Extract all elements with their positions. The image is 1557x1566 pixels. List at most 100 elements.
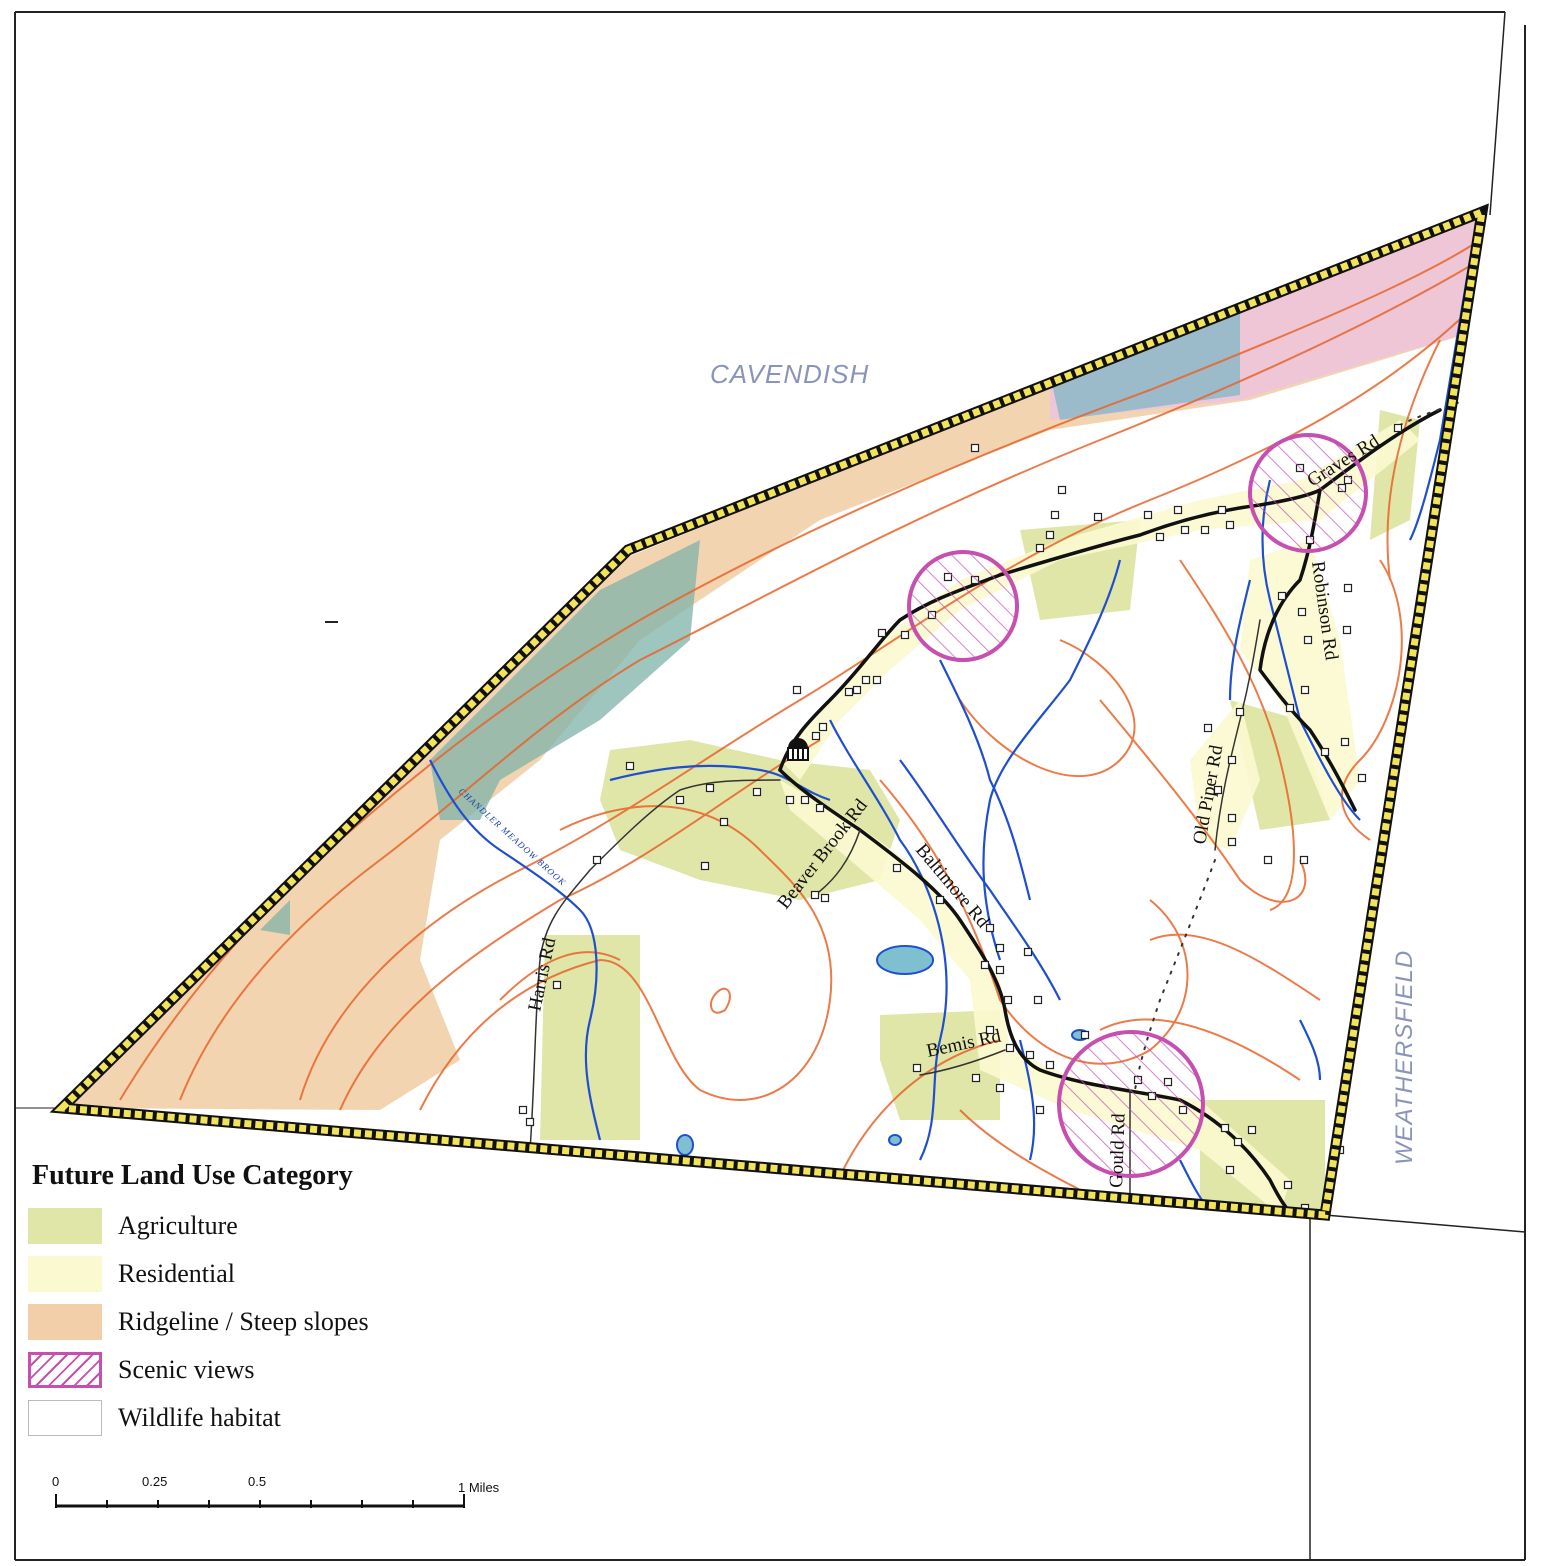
forest-patch-west <box>430 540 700 820</box>
building-marker <box>818 722 828 732</box>
road-harris <box>529 779 781 1151</box>
scale-bar: 0 0.25 0.5 1 Miles <box>52 1474 500 1508</box>
brook-label: CHANDLER MEADOW BROOK <box>457 786 568 888</box>
building-marker <box>844 687 854 697</box>
scenic-view-circle <box>1057 1030 1205 1178</box>
building-marker <box>935 895 945 905</box>
stream-layer <box>429 259 1472 1211</box>
legend-item-wildlife: Wildlife habitat <box>28 1394 448 1442</box>
building-marker <box>1180 525 1190 535</box>
building-marker <box>1299 855 1309 865</box>
building-marker <box>1277 591 1287 601</box>
building-marker <box>785 795 795 805</box>
legend-label: Wildlife habitat <box>118 1403 281 1432</box>
trail-dotted-ne <box>1399 399 1466 426</box>
building-marker <box>792 685 802 695</box>
building-marker <box>815 803 825 813</box>
agri-sw <box>540 935 640 1140</box>
building-marker <box>985 923 995 933</box>
building-marker <box>1045 1060 1055 1070</box>
road-robinson <box>1258 488 1357 812</box>
building-marker <box>811 731 821 741</box>
buildings-layer <box>518 423 1403 1215</box>
pond <box>888 1134 902 1146</box>
town-hall-icon <box>787 738 809 761</box>
building-marker <box>1320 747 1330 757</box>
building-marker <box>1340 737 1350 747</box>
building-marker <box>552 980 562 990</box>
building-marker <box>892 863 902 873</box>
building-marker <box>1393 423 1403 433</box>
road-baltimore <box>778 768 1297 1217</box>
scenic-views-layer <box>907 433 1368 1178</box>
building-marker <box>971 1073 981 1083</box>
building-marker <box>700 861 710 871</box>
legend-swatch-agriculture <box>28 1208 102 1244</box>
legend: Future Land Use Category Agriculture Res… <box>28 1160 448 1442</box>
building-marker <box>1057 485 1067 495</box>
legend-swatch-ridgeline <box>28 1304 102 1340</box>
building-marker <box>900 630 910 640</box>
map-frame <box>14 11 1526 1561</box>
building-marker <box>1227 837 1237 847</box>
building-marker <box>1357 773 1367 783</box>
building-marker <box>719 817 729 827</box>
building-marker <box>1005 1043 1015 1053</box>
legend-swatch-residential <box>28 1256 102 1292</box>
legend-label: Scenic views <box>118 1355 255 1384</box>
legend-item-residential: Residential <box>28 1250 448 1298</box>
building-marker <box>1143 510 1153 520</box>
building-marker <box>705 783 715 793</box>
building-marker <box>1080 1030 1090 1040</box>
building-marker <box>675 795 685 805</box>
legend-label: Residential <box>118 1259 235 1288</box>
building-marker <box>872 675 882 685</box>
building-marker <box>1093 512 1103 522</box>
building-marker <box>1283 1180 1293 1190</box>
building-marker <box>1227 813 1237 823</box>
building-marker <box>1263 855 1273 865</box>
building-marker <box>1285 703 1295 713</box>
scenic-view-circle <box>1248 433 1368 553</box>
building-marker <box>810 890 820 900</box>
building-marker <box>980 960 990 970</box>
scale-tick-label: 1 Miles <box>458 1480 500 1495</box>
building-marker <box>1023 947 1033 957</box>
residential-corridor-robinson <box>1240 540 1360 820</box>
building-marker <box>1247 1125 1257 1135</box>
building-marker <box>1342 625 1352 635</box>
town-boundary <box>49 203 1489 1221</box>
building-marker <box>752 787 762 797</box>
forest-patch-sw <box>260 900 290 935</box>
building-marker <box>912 1063 922 1073</box>
legend-item-scenic: Scenic views <box>28 1346 448 1394</box>
building-marker <box>1235 707 1245 717</box>
road-bemis <box>919 1049 1006 1076</box>
building-marker <box>1233 1137 1243 1147</box>
legend-swatch-scenic <box>28 1352 102 1388</box>
building-marker <box>518 1105 528 1115</box>
road-label-gould: Gould Rd <box>1106 1113 1130 1189</box>
building-marker <box>1200 525 1210 535</box>
building-marker <box>985 1025 995 1035</box>
building-marker <box>1300 685 1310 695</box>
building-marker <box>1203 723 1213 733</box>
chandler-meadow-brook <box>429 759 602 1141</box>
ridgeline-area <box>62 212 1482 1110</box>
building-marker <box>877 628 887 638</box>
legend-item-agriculture: Agriculture <box>28 1202 448 1250</box>
building-marker <box>1025 1050 1035 1060</box>
agri-east <box>1230 700 1330 830</box>
building-marker <box>625 761 635 771</box>
building-marker <box>995 943 1005 953</box>
building-marker <box>1173 505 1183 515</box>
building-marker <box>525 1117 535 1127</box>
road-old-piper <box>1214 619 1261 851</box>
building-marker <box>1297 607 1307 617</box>
building-marker <box>852 685 862 695</box>
legend-label: Ridgeline / Steep slopes <box>118 1307 369 1336</box>
building-marker <box>1035 543 1045 553</box>
building-marker <box>1035 1105 1045 1115</box>
